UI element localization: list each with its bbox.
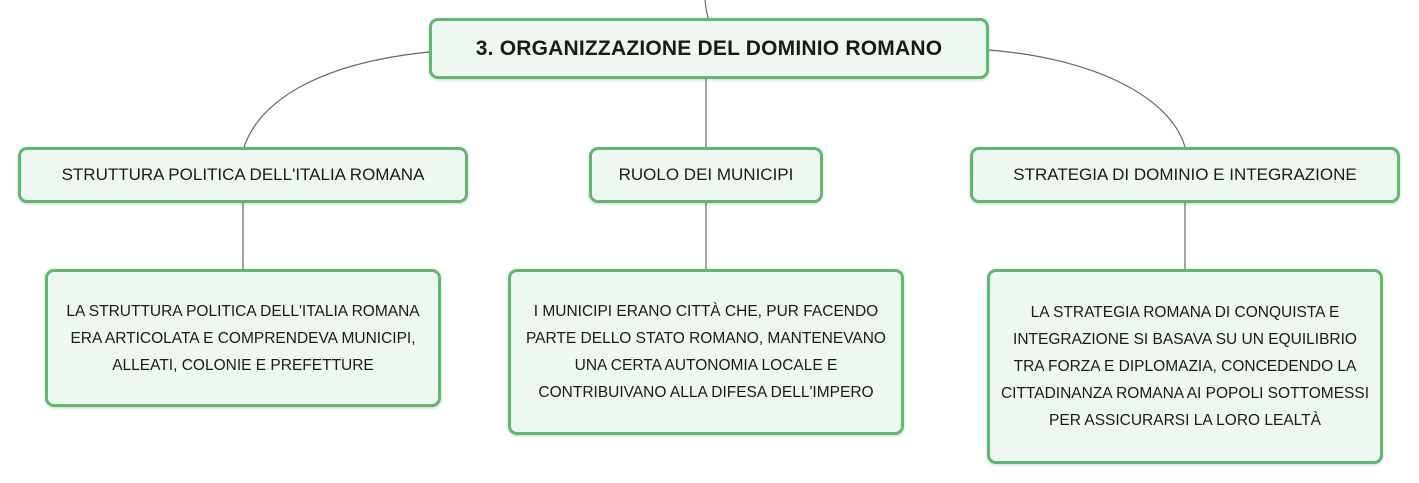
detail-node-ruolo-municipi[interactable]: I MUNICIPI ERANO CITTÀ CHE, PUR FACENDO … xyxy=(508,269,904,435)
branch-label: STRUTTURA POLITICA DELL'ITALIA ROMANA xyxy=(61,165,425,184)
detail-text: I MUNICIPI ERANO CITTÀ CHE, PUR FACENDO … xyxy=(525,303,886,401)
branch-node-struttura-politica[interactable]: STRUTTURA POLITICA DELL'ITALIA ROMANA xyxy=(18,147,468,203)
connector-root-to-branch-1 xyxy=(243,51,430,148)
branch-node-strategia-dominio[interactable]: STRATEGIA DI DOMINIO E INTEGRAZIONE xyxy=(970,147,1400,203)
root-topic-label: 3. ORGANIZZAZIONE DEL DOMINIO ROMANO xyxy=(475,36,943,60)
detail-text: LA STRATEGIA ROMANA DI CONQUISTA E INTEG… xyxy=(1000,304,1370,429)
branch-label: RUOLO DEI MUNICIPI xyxy=(618,165,794,184)
branch-node-ruolo-municipi[interactable]: RUOLO DEI MUNICIPI xyxy=(589,147,823,203)
root-topic-node[interactable]: 3. ORGANIZZAZIONE DEL DOMINIO ROMANO xyxy=(429,18,989,79)
detail-node-struttura-politica[interactable]: LA STRUTTURA POLITICA DELL'ITALIA ROMANA… xyxy=(45,269,441,407)
detail-text: LA STRUTTURA POLITICA DELL'ITALIA ROMANA… xyxy=(66,302,420,374)
connector-root-to-branch-3 xyxy=(988,49,1186,148)
detail-node-strategia-dominio[interactable]: LA STRATEGIA ROMANA DI CONQUISTA E INTEG… xyxy=(987,269,1383,464)
connector-to-parent xyxy=(704,0,709,19)
branch-label: STRATEGIA DI DOMINIO E INTEGRAZIONE xyxy=(1013,165,1357,184)
